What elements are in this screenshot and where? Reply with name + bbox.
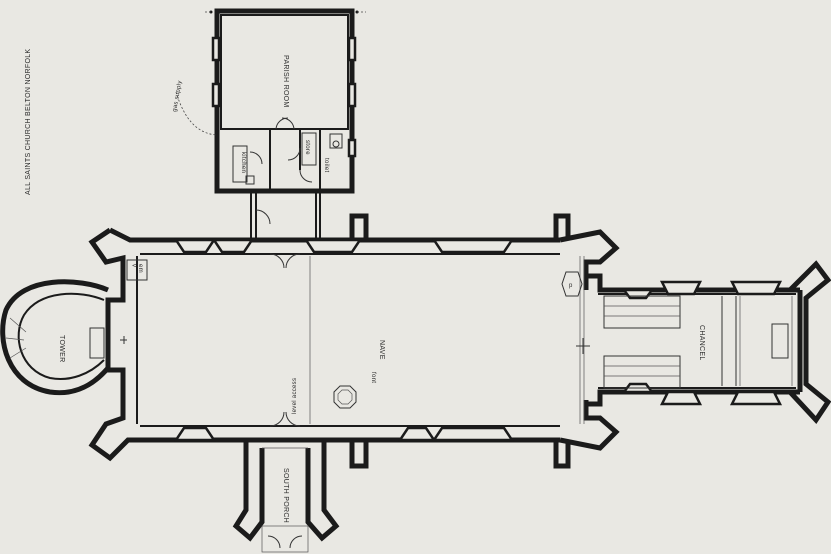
tower (0, 279, 127, 396)
pulpit-label: p (569, 283, 573, 289)
font-label: font (370, 372, 376, 383)
nave (88, 213, 620, 469)
kitchen-label: kitchen (240, 152, 246, 173)
south-porch-label: SOUTH PORCH (282, 468, 289, 523)
chancel-label: CHANCEL (698, 325, 705, 361)
plan-title: ALL SAINTS CHURCH BELTON NORFOLK (25, 49, 32, 195)
chancel (586, 260, 831, 425)
toilet-label: toilet (323, 158, 329, 173)
south-porch (232, 440, 340, 553)
parish-room-label: PARISH ROOM (282, 55, 289, 108)
em-cupboard-label: emv (130, 264, 143, 273)
store-label: store (304, 140, 310, 155)
gas-supply-label: gas supply (172, 80, 183, 112)
level-access-label: level access (292, 378, 298, 414)
nave-label: NAVE (378, 340, 385, 360)
parish-room-block (175, 8, 366, 238)
tower-label: TOWER (58, 335, 65, 362)
